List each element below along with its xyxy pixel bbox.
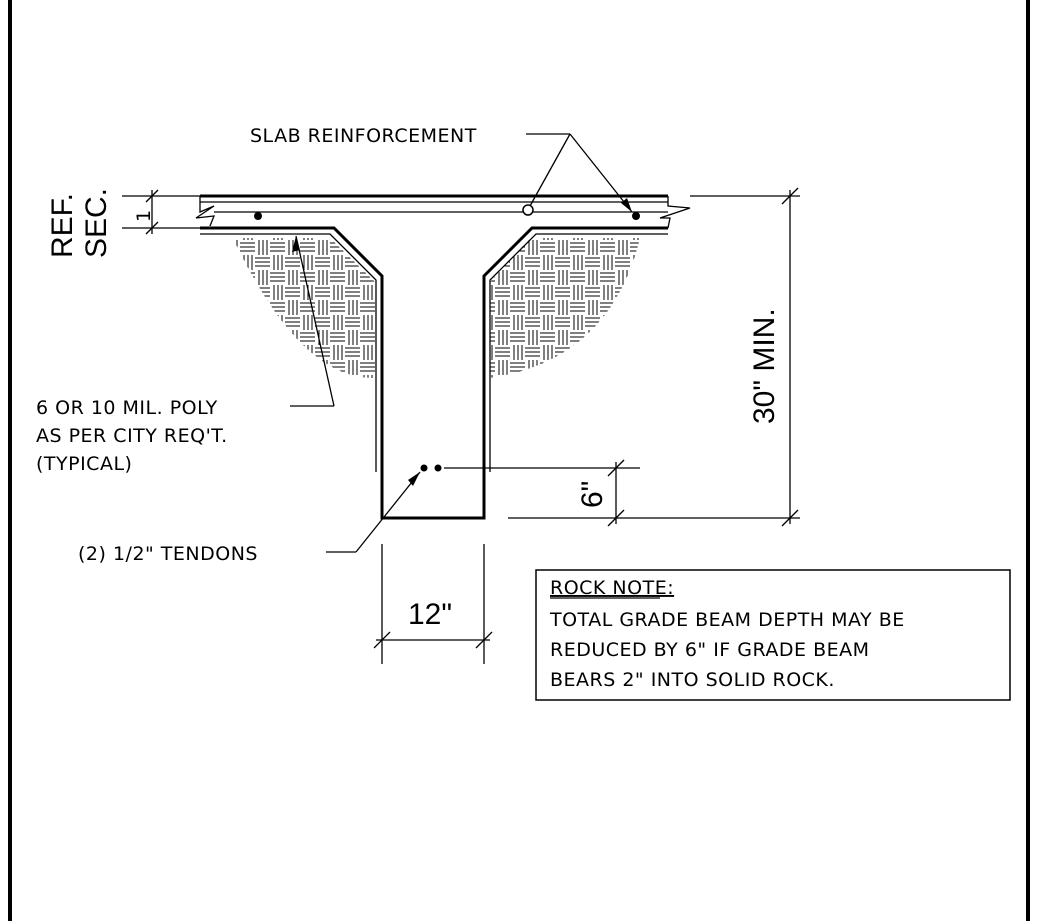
- beam-poly-outer-right: [489, 233, 668, 472]
- soil-hatch-left: [233, 238, 375, 379]
- beam-poly-outline: [200, 226, 668, 520]
- tendon-cover-tick-bottom: [607, 509, 625, 527]
- beam-width-label: 12": [408, 598, 452, 631]
- tendon-2: [434, 464, 442, 472]
- tendon-cover-tick-top: [607, 459, 625, 477]
- ref-sec-label-line2: SEC.: [80, 188, 113, 258]
- depth-tick-top: [781, 187, 799, 205]
- poly-note-line2: AS PER CITY REQ'T.: [36, 425, 228, 447]
- tendons-leader-diagonal: [355, 471, 421, 553]
- slab-break-line-right: [659, 196, 691, 229]
- rock-note-line1: TOTAL GRADE BEAM DEPTH MAY BE: [549, 609, 905, 631]
- slab-reinforcement-arrow-1: [529, 133, 571, 207]
- arrowhead-icon: [292, 236, 300, 252]
- rebar-center: [522, 204, 534, 216]
- width-tick-left: [373, 631, 391, 649]
- rock-note-line3: BEARS 2" INTO SOLID ROCK.: [550, 669, 835, 691]
- arrowhead-icon: [621, 198, 632, 212]
- ref-sec-tick-bottom: [145, 221, 159, 235]
- slab-break-line-left: [195, 196, 216, 227]
- ref-sec-label-line1: REF.: [46, 193, 79, 258]
- soil-hatch-right: [490, 238, 640, 378]
- depth-tick-bottom: [781, 509, 799, 527]
- tendon-1: [420, 464, 428, 472]
- rock-note-line2: REDUCED BY 6" IF GRADE BEAM: [550, 639, 870, 661]
- beam-poly-outer: [200, 233, 377, 472]
- slab-reinforcement-arrow-2: [569, 133, 633, 213]
- tendons-label: (2) 1/2" TENDONS: [78, 543, 258, 565]
- rock-note-title: ROCK NOTE:: [550, 577, 674, 599]
- rebar-right: [632, 212, 640, 220]
- poly-note-line3: (TYPICAL): [36, 453, 132, 475]
- tendon-cover-label: 6": [576, 481, 609, 508]
- poly-note-line1: 6 OR 10 MIL. POLY: [36, 397, 218, 419]
- rebar-left: [254, 212, 262, 220]
- rock-note-box: [535, 569, 1011, 701]
- depth-min-label: 30" MIN.: [748, 308, 781, 424]
- width-tick-right: [475, 631, 493, 649]
- arrowhead-icon: [408, 472, 420, 486]
- ref-sec-tick-top: [145, 189, 159, 203]
- poly-leader-diagonal: [295, 235, 335, 407]
- slab-reinforcement-label: SLAB REINFORCEMENT: [250, 125, 477, 147]
- ref-sec-number: 1: [133, 209, 155, 222]
